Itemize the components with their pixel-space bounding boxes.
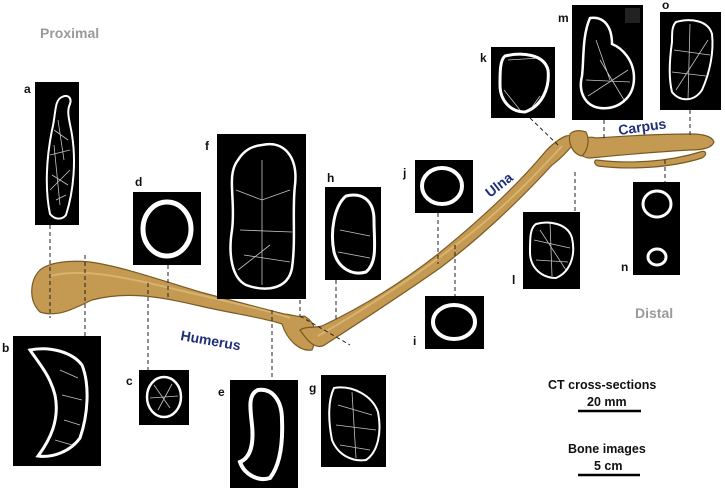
bone-scale-title: Bone images bbox=[568, 442, 646, 456]
ct-scale-bar: CT cross-sections 20 mm bbox=[548, 378, 656, 413]
distal-label: Distal bbox=[635, 305, 673, 321]
panel-label-d: d bbox=[135, 175, 142, 189]
bone-scale-length: 5 cm bbox=[594, 459, 623, 473]
leader-k bbox=[529, 117, 559, 146]
panel-label-f: f bbox=[205, 139, 210, 153]
panel-e bbox=[230, 380, 298, 488]
humerus-label: Humerus bbox=[179, 327, 242, 353]
leader-g bbox=[299, 315, 351, 346]
panel-l bbox=[523, 212, 580, 289]
panel-i bbox=[425, 296, 484, 349]
panel-label-h: h bbox=[327, 171, 334, 185]
panel-label-n: n bbox=[621, 260, 628, 274]
panel-label-e: e bbox=[218, 385, 225, 399]
carpus-bone bbox=[568, 130, 715, 169]
panel-label-b: b bbox=[2, 341, 9, 355]
panel-d bbox=[133, 192, 201, 265]
proximal-label: Proximal bbox=[40, 25, 99, 41]
panel-n bbox=[633, 182, 680, 275]
panel-f bbox=[217, 134, 306, 299]
humerus-bone bbox=[31, 260, 316, 351]
bone-scale-bar: Bone images 5 cm bbox=[568, 442, 646, 477]
panel-label-m: m bbox=[558, 11, 569, 25]
panel-o bbox=[660, 12, 721, 110]
panel-label-j: j bbox=[402, 166, 406, 180]
panel-a bbox=[35, 82, 79, 225]
carpus-label: Carpus bbox=[617, 115, 667, 138]
panel-label-g: g bbox=[309, 381, 316, 395]
ct-scale-title: CT cross-sections bbox=[548, 378, 656, 392]
leader-lines bbox=[49, 110, 691, 380]
panel-label-a: a bbox=[24, 82, 31, 96]
panel-m bbox=[572, 5, 643, 120]
panel-h bbox=[325, 187, 381, 280]
panel-c bbox=[139, 370, 189, 425]
panel-label-k: k bbox=[480, 51, 487, 65]
panel-label-i: i bbox=[413, 334, 416, 348]
panel-j bbox=[415, 160, 473, 213]
panel-label-o: o bbox=[662, 0, 669, 12]
panel-k bbox=[491, 47, 555, 118]
panel-label-c: c bbox=[126, 374, 133, 388]
ct-scale-length: 20 mm bbox=[587, 395, 627, 409]
panel-b bbox=[13, 336, 101, 466]
panel-label-l: l bbox=[512, 273, 515, 287]
panel-g bbox=[321, 375, 386, 467]
